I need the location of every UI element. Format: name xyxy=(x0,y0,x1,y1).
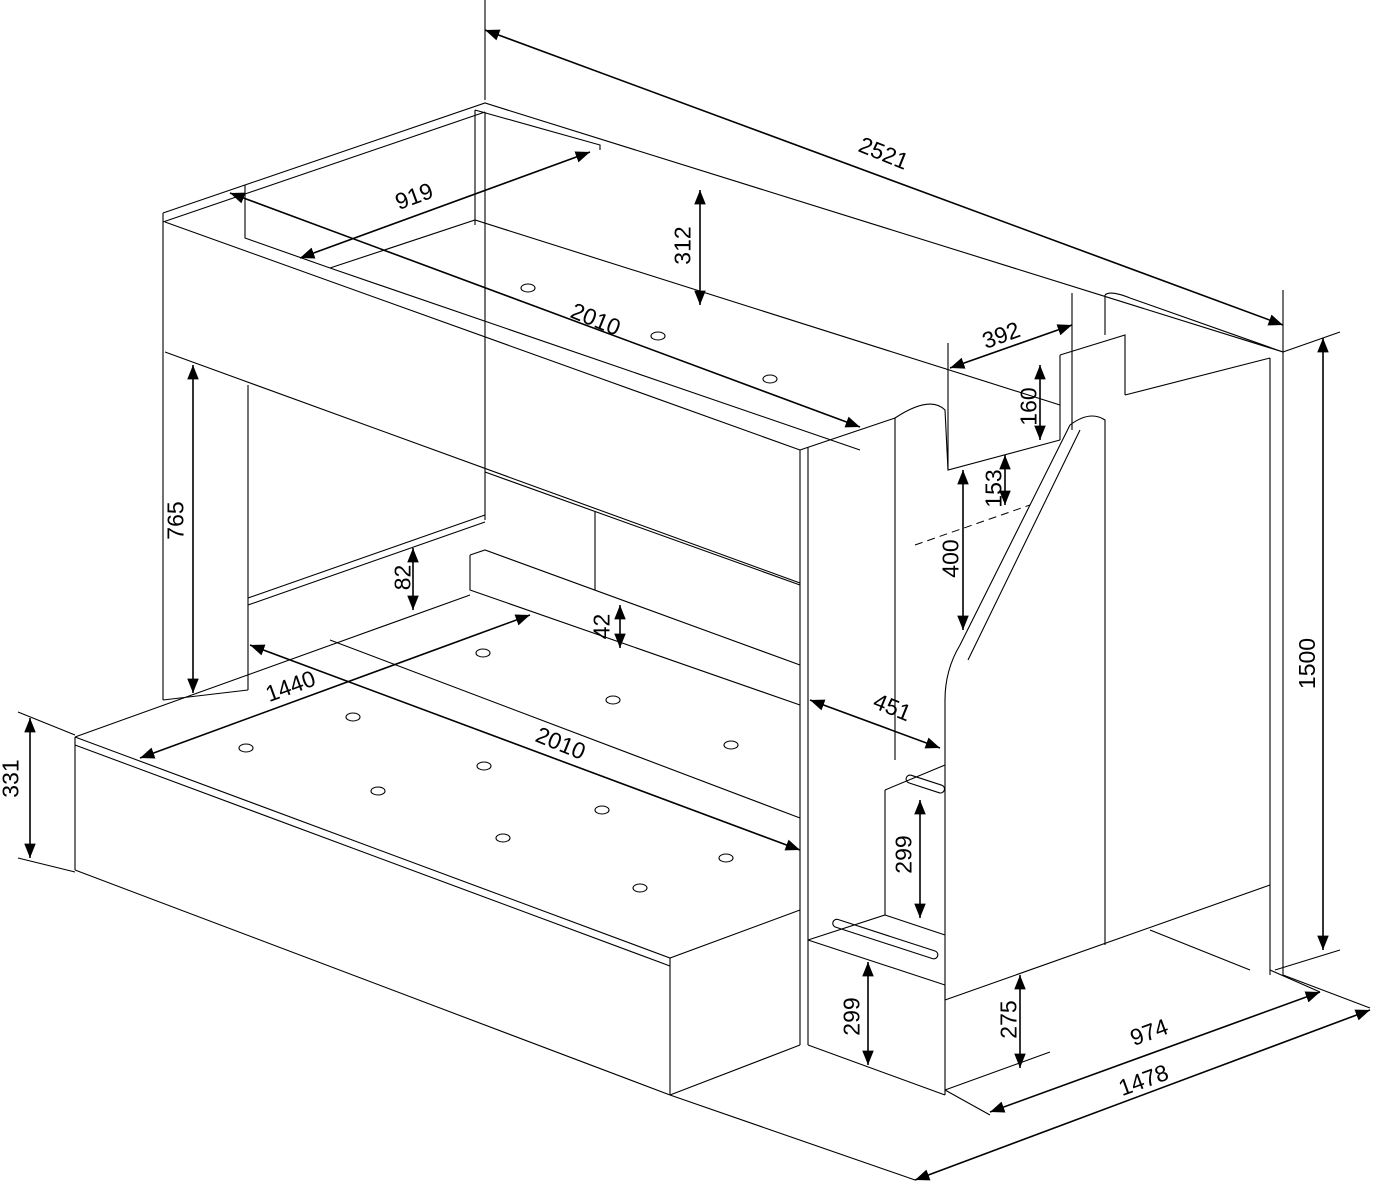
dimension-stair-step-height: 400 xyxy=(937,539,964,578)
dimension-step-height-lower: 299 xyxy=(838,997,865,1036)
dimension-lower-rail-height: 82 xyxy=(389,564,416,591)
extension-lines xyxy=(17,0,1371,1181)
dimension-step-height-upper: 299 xyxy=(890,835,917,874)
dimension-stair-rail-height: 160 xyxy=(1015,387,1042,426)
dimension-arrows xyxy=(24,29,1371,1181)
dimension-trundle-height: 331 xyxy=(0,759,24,798)
lower-bunk-frame xyxy=(162,471,801,706)
dimension-lower-slat-depth: 42 xyxy=(588,613,615,640)
top-bunk-frame xyxy=(162,102,1284,1045)
storage-stairs xyxy=(807,764,946,1096)
dimension-bottom-clearance: 765 xyxy=(162,501,189,540)
dimension-stair-base-height: 275 xyxy=(995,1000,1022,1039)
dimension-top-guard-height: 312 xyxy=(669,226,696,265)
dimension-overall-height: 1500 xyxy=(1294,637,1321,690)
slat-holes xyxy=(238,283,778,893)
trundle-drawer xyxy=(74,594,801,1096)
dimension-stair-step-offset: 153 xyxy=(980,469,1007,508)
